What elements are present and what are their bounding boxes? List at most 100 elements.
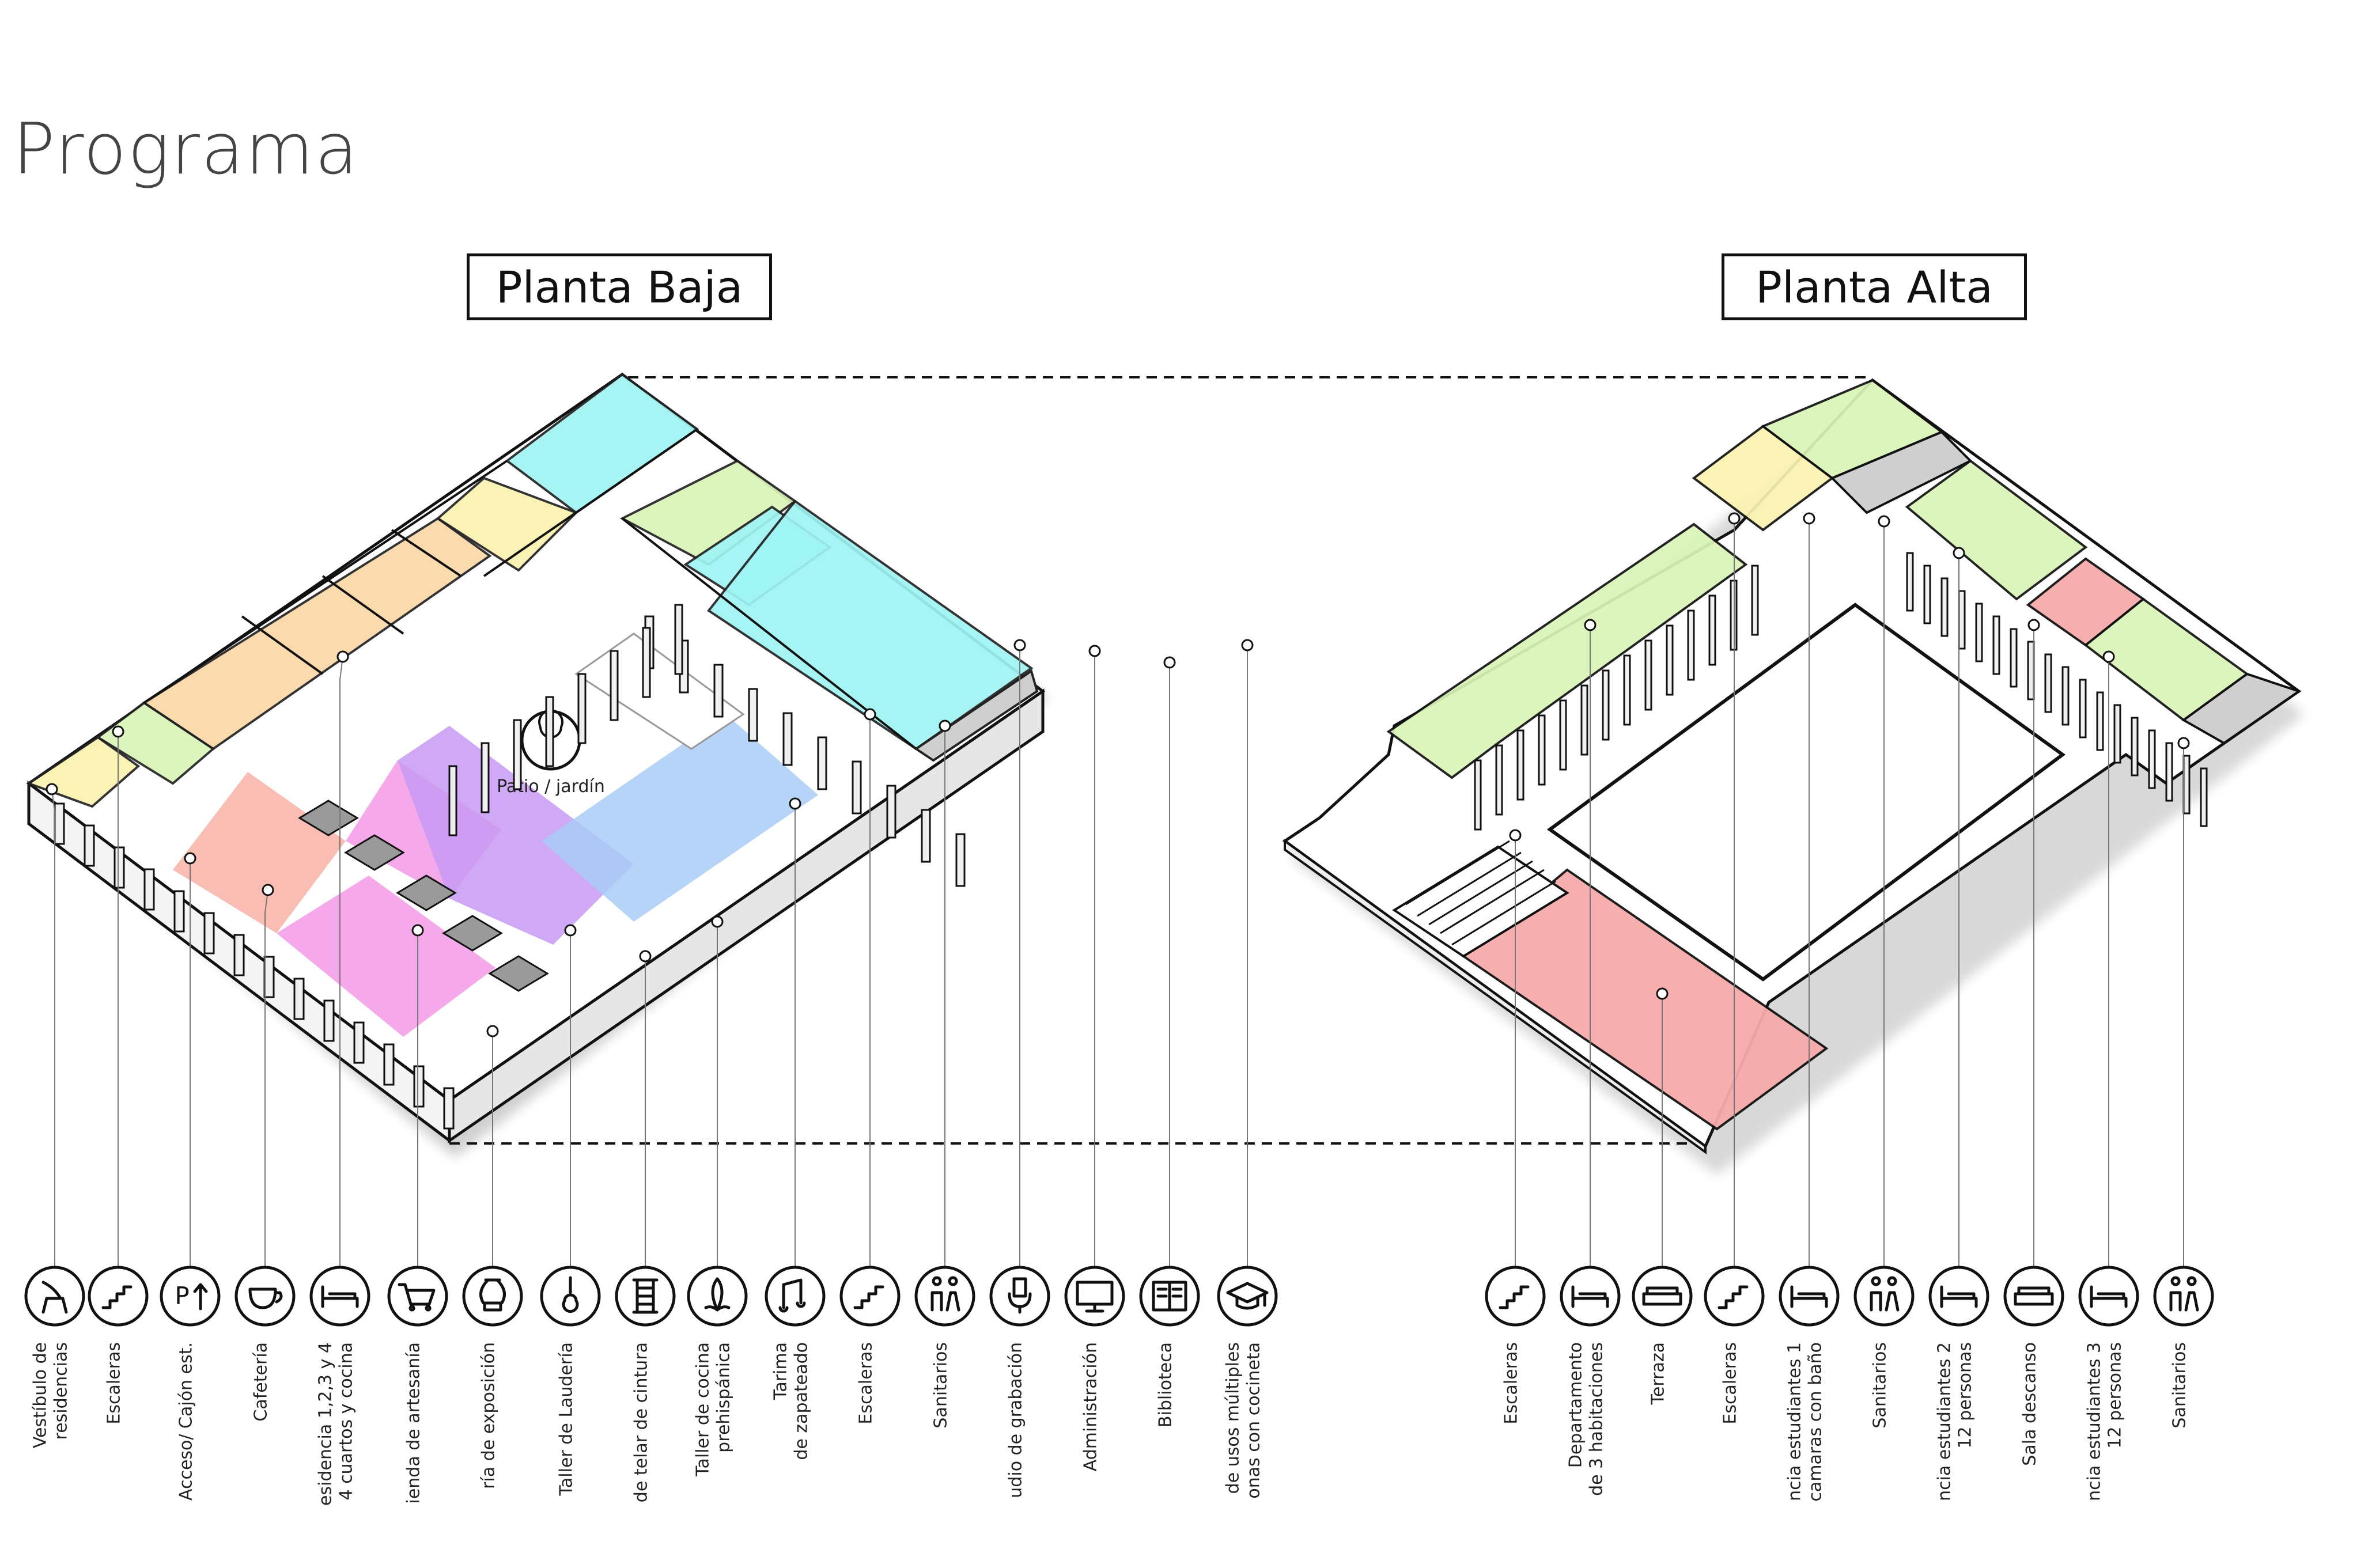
pa-legend-label: Escaleras	[1720, 1342, 1741, 1425]
page-title: Programa	[13, 108, 360, 190]
column	[1940, 577, 1949, 637]
column	[353, 1021, 365, 1064]
stairs-icon	[88, 1266, 149, 1327]
pb-legend-label: Sanitarios	[931, 1342, 951, 1429]
pa-leader-dot	[2177, 737, 2190, 749]
pb-legend-label: Administración	[1081, 1342, 1101, 1471]
pa-legend-label: ncia estudiantes 2	[1935, 1342, 1955, 1501]
microphone-icon	[989, 1266, 1050, 1327]
pa-leader-dot	[2027, 619, 2040, 631]
stairs-icon	[1485, 1266, 1546, 1327]
thread-spool-icon	[615, 1266, 676, 1327]
column	[713, 664, 724, 718]
pb-leader-dot	[411, 924, 424, 937]
pa-columns	[1474, 552, 2208, 831]
column	[1687, 609, 1695, 681]
column	[443, 1087, 455, 1130]
pa-legend-label: ncia estudiantes 3	[2085, 1342, 2105, 1501]
pb-leader-line	[339, 656, 343, 1267]
column	[2182, 755, 2191, 815]
pb-leader-dot	[486, 1025, 499, 1037]
bed-icon	[1928, 1266, 1989, 1327]
column	[2113, 704, 2121, 764]
column	[1474, 759, 1482, 831]
pb-leader-dot	[336, 650, 349, 663]
pa-legend-label: ncia estudiantes 1	[1785, 1342, 1805, 1501]
column	[545, 696, 554, 767]
column	[513, 719, 522, 790]
pb-legend-label: Escaleras	[856, 1342, 876, 1425]
zone-residencia-2	[1905, 459, 2088, 601]
pa-legend-label: 12 personas	[2105, 1342, 2125, 1449]
pa-leader-dot	[1953, 547, 1965, 559]
column	[293, 978, 305, 1020]
stairs-icon	[839, 1266, 901, 1327]
zone-escaleras-1	[96, 701, 215, 785]
column	[852, 760, 862, 815]
column	[84, 824, 95, 867]
pb-display-cases	[298, 800, 549, 992]
column	[233, 934, 245, 976]
column	[748, 688, 758, 742]
pa-leader-dot	[1509, 829, 1522, 842]
column	[2096, 691, 2104, 751]
restroom-icon	[1853, 1266, 1915, 1327]
pb-legend-label: 4 cuartos y cocina	[336, 1342, 357, 1501]
pb-legend-label: onas con cocineta	[1244, 1342, 1264, 1499]
pb-leader-dot	[564, 924, 577, 937]
column	[955, 833, 966, 887]
graduation-cap-icon	[1217, 1266, 1278, 1327]
pb-legend-label: prehispánica	[714, 1342, 734, 1453]
sofa-icon	[1632, 1266, 1693, 1327]
pb-leader-line	[51, 789, 55, 1267]
zone-escaleras-2	[436, 476, 578, 572]
corn-icon	[687, 1266, 748, 1327]
pb-leader-dot	[939, 719, 951, 732]
sofa-icon	[2003, 1266, 2064, 1327]
planta-alta-title: Planta Alta	[1722, 253, 2027, 320]
armchair-icon	[24, 1266, 85, 1327]
pb-leader-line	[264, 889, 268, 1267]
column	[1580, 684, 1588, 756]
zone-escaleras-pa	[1392, 845, 1569, 958]
pa-leader-dot	[2102, 650, 2115, 663]
pb-legend-label: ienda de artesanía	[404, 1342, 424, 1504]
column	[2044, 653, 2052, 713]
pa-leader-dot	[1878, 515, 1890, 528]
pa-legend-label: Terraza	[1648, 1342, 1669, 1405]
pb-legend-label: residencias	[51, 1342, 71, 1440]
pb-leader-dot	[711, 915, 724, 928]
column	[2131, 717, 2139, 777]
zone-tarima	[542, 714, 818, 922]
column	[1992, 615, 2000, 675]
zone-sanitarios-pb	[914, 669, 1039, 762]
pa-leader-dot	[1656, 987, 1669, 1000]
pa-void	[1546, 603, 2066, 982]
vase-icon	[462, 1266, 523, 1327]
column	[1602, 669, 1610, 741]
column	[577, 673, 587, 744]
column	[2061, 666, 2070, 726]
planta-baja-model: Patio / jardín	[26, 372, 1049, 1158]
stairs-icon	[1704, 1266, 1765, 1327]
column	[2200, 767, 2208, 827]
column	[642, 627, 651, 698]
bed-icon	[309, 1266, 370, 1327]
pb-leader-dot	[46, 783, 58, 796]
bed-icon	[1560, 1266, 1621, 1327]
zone-tienda	[277, 876, 495, 1037]
column	[782, 712, 793, 766]
pa-legend-label: Sanitarios	[1870, 1342, 1890, 1429]
pa-legend-label: Sala descanso	[2020, 1342, 2040, 1466]
pb-leader-dot	[184, 852, 196, 865]
column	[2148, 729, 2156, 789]
column	[2010, 628, 2018, 688]
column	[1906, 552, 1914, 612]
zone-cafeteria	[173, 772, 346, 933]
column	[1958, 590, 1966, 650]
column	[413, 1065, 425, 1108]
column	[2079, 679, 2087, 738]
zone-departamento	[1386, 522, 1748, 779]
